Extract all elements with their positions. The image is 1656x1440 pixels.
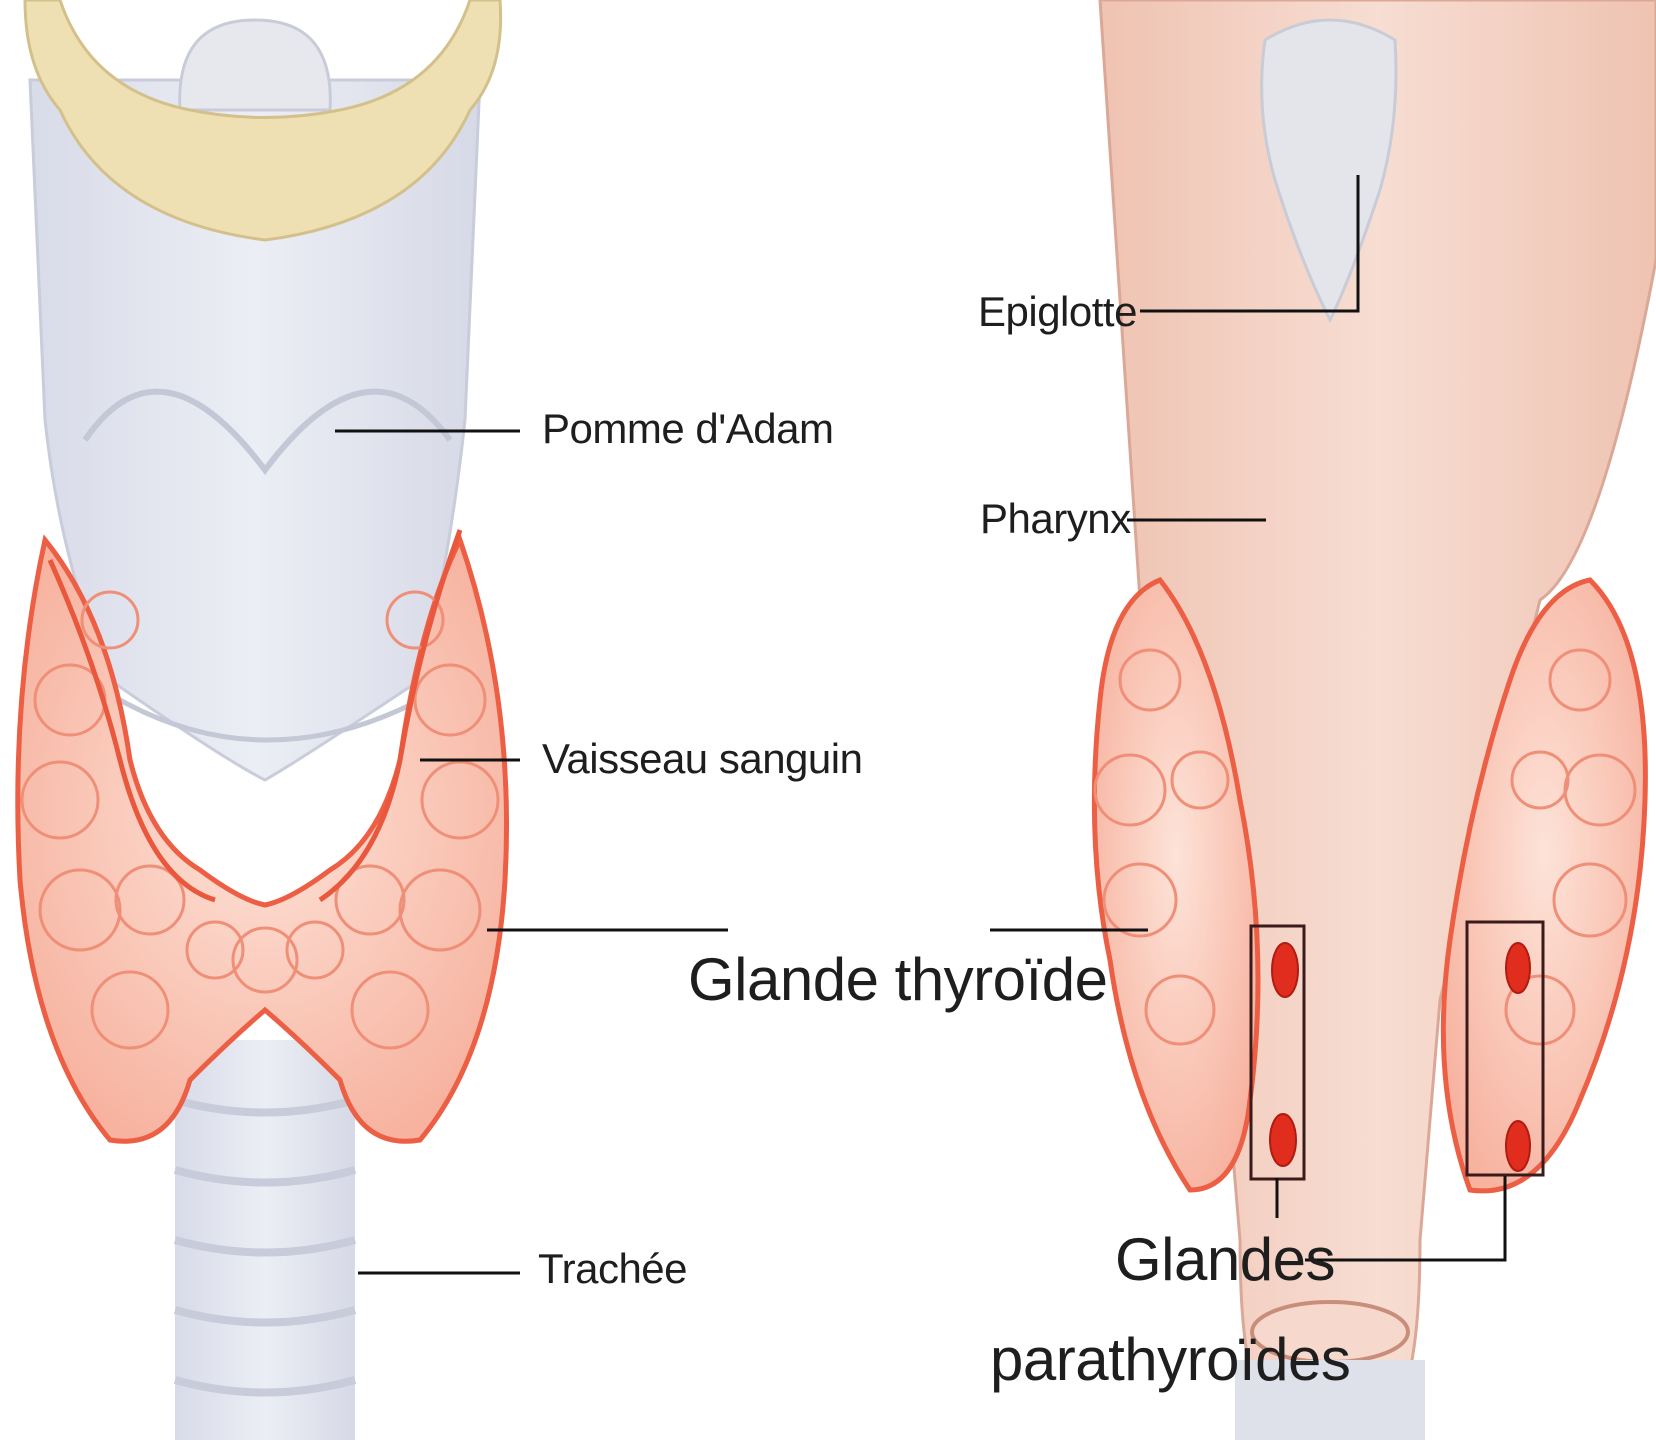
label-glande-thyroide: Glande thyroïde bbox=[688, 945, 1107, 1014]
anterior-view bbox=[18, 0, 507, 1440]
label-trachee: Trachée bbox=[538, 1245, 687, 1293]
posterior-view bbox=[1094, 0, 1656, 1440]
label-pharynx: Pharynx bbox=[980, 495, 1131, 543]
label-glandes: Glandes bbox=[1115, 1225, 1335, 1294]
label-vaisseau-sanguin: Vaisseau sanguin bbox=[542, 735, 862, 783]
trachea bbox=[175, 1040, 355, 1440]
label-parathyroides: parathyroïdes bbox=[990, 1325, 1350, 1394]
label-pomme-adam: Pomme d'Adam bbox=[542, 405, 833, 453]
label-epiglotte: Epiglotte bbox=[978, 288, 1137, 336]
